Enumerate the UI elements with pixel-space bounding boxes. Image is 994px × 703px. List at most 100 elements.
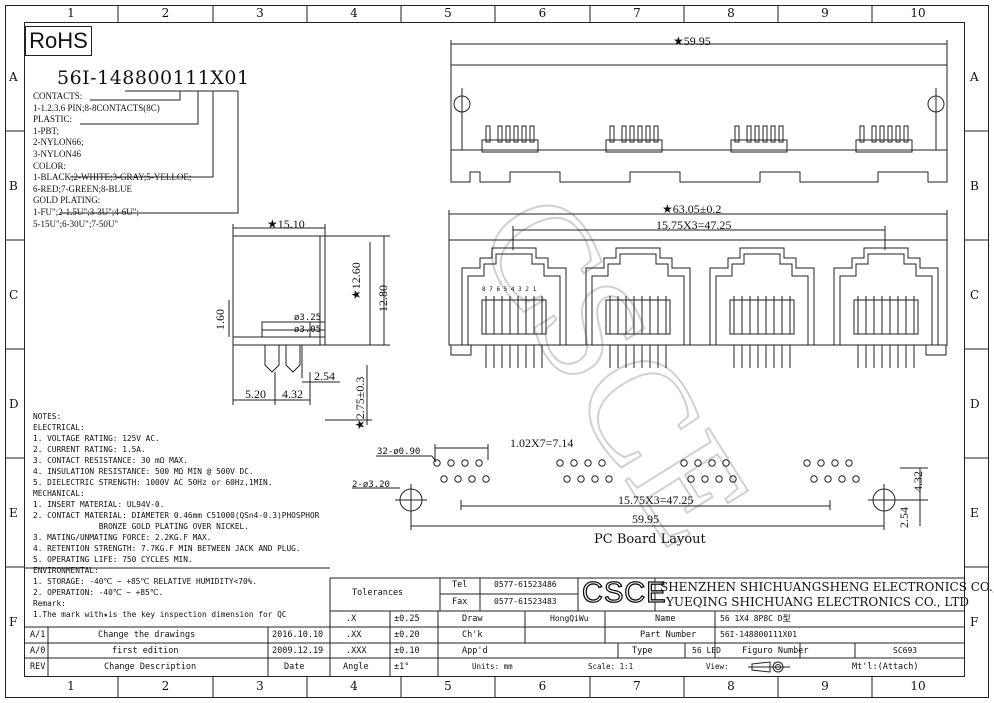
zone-column-label: 4 xyxy=(350,6,358,20)
dim-pitch-front: 15.75X3=47.25 xyxy=(656,218,732,232)
dim-pcb-total: 59.95 xyxy=(632,512,659,526)
tel-label: Tel xyxy=(452,580,468,590)
scale-label: Scale: 1:1 xyxy=(588,662,634,671)
pin-numbers: 8 7 6 5 4 3 2 1 xyxy=(482,286,537,293)
pcb-hole xyxy=(687,475,695,483)
zone-column-label: 7 xyxy=(633,6,641,20)
pcb-hole xyxy=(708,459,716,467)
note-line: 5. DIELECTRIC STRENGTH: 1000V AC 50Hz or… xyxy=(33,478,273,487)
material-label: Mt'l:(Attach) xyxy=(852,662,919,672)
rohs-badge: RoHS xyxy=(25,26,92,56)
dim-side-h1: ★12.60 xyxy=(349,262,363,300)
contact-pin xyxy=(770,125,776,143)
partno-value: 56I-148800111X01 xyxy=(720,630,798,639)
dim-pcb-pitch: 1.02X7=7.14 xyxy=(510,436,574,450)
note-line: MECHANICAL: xyxy=(33,489,85,498)
ordering-info-line: GOLD PLATING: xyxy=(33,195,101,206)
contact-pin xyxy=(778,125,784,143)
contact-pin xyxy=(485,125,491,143)
company-name-1: SHENZHEN SHICHUANGSHENG ELECTRONICS CO.,… xyxy=(660,580,994,594)
tol-angle: Angle xyxy=(343,662,369,672)
rev-a1-date: 2016.10.10 xyxy=(272,630,324,640)
view-label: View: xyxy=(706,662,729,671)
ordering-info: CONTACTS:1-1.2.3.6 PIN;8-8CONTACTS(8C)PL… xyxy=(33,91,191,230)
contact-pin xyxy=(746,125,752,143)
outer-frame xyxy=(5,5,989,698)
zone-column-label: 5 xyxy=(444,679,452,693)
contact-block xyxy=(729,299,795,335)
ordering-info-line: PLASTIC: xyxy=(33,114,73,125)
note-line: 2. CONTACT MATERIAL: DIAMETER 0.46mm C51… xyxy=(33,511,320,520)
zone-column-label: 7 xyxy=(633,679,641,693)
note-line: 3. CONTACT RESISTANCE: 30 mΩ MAX. xyxy=(33,456,188,465)
pcb-hole xyxy=(605,475,613,483)
rev-header-desc: Change Description xyxy=(104,662,197,672)
contact-pin xyxy=(871,125,877,143)
zone-row-label: B xyxy=(970,178,979,193)
ordering-info-line: 1-FU";2-1.5U";3-3U";4-6U"; xyxy=(33,206,139,217)
dim-side-left: 1.60 xyxy=(213,309,227,330)
pcb-hole xyxy=(715,475,723,483)
dim-top-width: ★59.95 xyxy=(673,34,711,48)
note-line: NOTES: xyxy=(33,412,62,421)
rj45-port-inner xyxy=(839,253,933,345)
pcb-hole xyxy=(845,459,853,467)
ordering-info-line: 1-BLACK;2-WHITE;3-GRAY;5-YELLOE; xyxy=(33,172,192,183)
dim-520: 5.20 xyxy=(245,387,266,401)
zone-row-label: E xyxy=(9,505,18,520)
zone-column-label: 6 xyxy=(538,679,547,693)
draw-value: HongQiWu xyxy=(550,614,589,623)
zone-column-label: 9 xyxy=(821,679,829,693)
pcb-hole xyxy=(475,459,483,467)
tolerances-label: Tolerances xyxy=(352,588,404,598)
rj45-port-inner xyxy=(591,253,685,345)
zone-column-label: 10 xyxy=(910,6,926,20)
dim-side-h2: 12.80 xyxy=(376,285,390,312)
zone-column-label: 1 xyxy=(67,6,75,20)
contact-pin xyxy=(754,125,760,143)
note-line: 1. STORAGE: -40℃ ~ +85℃ RELATIVE HUMIDIT… xyxy=(33,577,258,586)
pcb-hole xyxy=(440,475,448,483)
contact-block xyxy=(481,299,547,335)
pcb-layout xyxy=(352,444,928,530)
pcb-hole xyxy=(722,459,730,467)
dim-254: 2.54 xyxy=(314,369,335,383)
zone-column-label: 4 xyxy=(350,679,358,693)
pcb-hole xyxy=(817,459,825,467)
contact-pin xyxy=(513,125,519,143)
contact-pin xyxy=(762,125,768,143)
pcb-hole xyxy=(556,459,564,467)
dim-front-width: ★63.05±0.2 xyxy=(662,202,722,216)
part-code: 56I-148800111X01 xyxy=(57,67,250,89)
note-line: ELECTRICAL: xyxy=(33,423,85,432)
rev-a1-desc: Change the drawings xyxy=(98,630,196,640)
note-line: ENVIRONMENTAL: xyxy=(33,566,99,575)
front-view xyxy=(448,210,948,356)
ordering-info-line: 3-NYLON46 xyxy=(33,148,81,159)
pcb-hole xyxy=(468,475,476,483)
pcb-hole xyxy=(433,459,441,467)
units-label: Units: mm xyxy=(472,662,513,671)
note-line: 3. MATING/UNMATING FORCE: 2.2KG.F MAX. xyxy=(33,533,212,542)
name-value: 56 1X4 8P8C D型 xyxy=(720,614,791,623)
contact-pin xyxy=(637,125,643,143)
pcb-hole xyxy=(729,475,737,483)
rj45-port xyxy=(585,247,691,345)
contact-pin xyxy=(529,125,535,143)
ordering-info-line: 6-RED;7-GREEN;8-BLUE xyxy=(33,183,132,194)
note-line: 2. CURRENT RATING: 1.5A. xyxy=(33,445,146,454)
pcb-hole xyxy=(831,459,839,467)
dim-pcb-432: 4.32 xyxy=(911,471,925,492)
zone-column-label: 3 xyxy=(256,679,264,693)
appd-label: App'd xyxy=(462,646,488,656)
pcb-hole xyxy=(454,475,462,483)
side-view xyxy=(228,224,390,425)
view-symbol xyxy=(748,661,790,673)
zone-column-label: 1 xyxy=(67,679,75,693)
rohs-label: RoHS xyxy=(29,28,88,53)
contact-pin xyxy=(895,125,901,143)
pcb-hole xyxy=(701,475,709,483)
pcb-hole xyxy=(570,459,578,467)
zone-row-label: A xyxy=(970,69,979,84)
pcb-hole xyxy=(447,459,455,467)
